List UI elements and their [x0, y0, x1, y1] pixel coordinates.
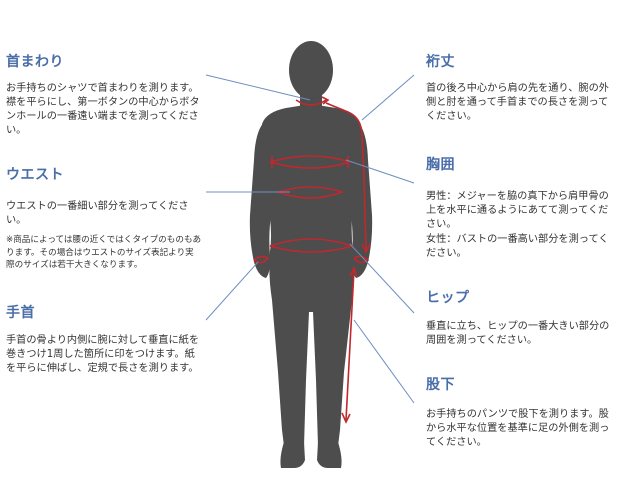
inseam-measure-line — [345, 269, 355, 421]
wrist-left-measure-line — [253, 255, 270, 264]
chest-desc-male: 男性：メジャーを脇の真下から肩甲骨の上を水平に通るようにあてて測ってください。 — [426, 191, 609, 230]
inseam-leader — [353, 319, 415, 404]
chest-title: 胸囲 — [426, 157, 455, 173]
chest-measure-line — [269, 155, 353, 169]
hip-desc: 垂直に立ち、ヒップの一番大きい部分の周囲を測ってください。 — [426, 321, 610, 346]
neck-title: 首まわり — [6, 54, 64, 70]
inseam-measure-arrow-bottom — [341, 412, 351, 424]
inseam-measure-arrow-top — [349, 265, 358, 278]
wrist-leader — [205, 261, 259, 321]
waist-desc: ウエストの一番細い部分を測ってください。 — [6, 201, 189, 226]
neck-measure-arrow — [321, 96, 330, 105]
hip-title: ヒップ — [426, 290, 470, 306]
hip-leader — [349, 243, 415, 314]
chest-desc-female: 女性：バストの一番高い部分を測ってください。 — [426, 234, 609, 259]
wrist-title: 手首 — [6, 305, 35, 321]
human-silhouette — [249, 41, 373, 468]
leader-lines — [205, 74, 415, 404]
sleeve-measure-line — [325, 102, 367, 251]
waist-measure-line — [277, 186, 345, 199]
wrist-desc: 手首の骨より内側に腕に対して垂直に紙を巻きつけ1周した箇所に印をつけます。紙を平… — [6, 335, 200, 374]
chest-leader — [345, 159, 415, 184]
neck-leader — [205, 74, 311, 101]
wrist-right-measure-line — [353, 255, 370, 264]
neck-desc: お手持ちのシャツで首まわりを測ります。襟を平らにし、第一ボタンの中心からボタンホ… — [6, 83, 200, 136]
sleeve-leader — [361, 74, 415, 121]
measurement-lines — [253, 96, 371, 424]
sleeve-title: 裄丈 — [426, 54, 455, 70]
neck-measure-line — [295, 99, 327, 106]
waist-title: ウエスト — [6, 167, 64, 183]
sleeve-desc: 首の後ろ中心から肩の先を通り、腕の外側と肘を通って手首までの長さを測ってください… — [426, 83, 609, 122]
sleeve-measure-arrow — [361, 243, 371, 254]
waist-note: ※商品によっては腰の近くではくタイプのものもあります。その場合はウエストのサイズ… — [6, 235, 202, 270]
inseam-desc: お手持ちのパンツで股下を測ります。股から水平な位置を基準に足の外側を測ってくださ… — [426, 409, 610, 448]
inseam-title: 股下 — [426, 377, 455, 393]
